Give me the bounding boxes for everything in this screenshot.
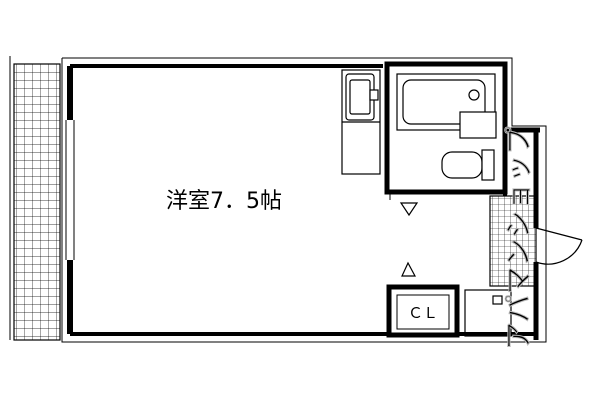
front-door	[535, 227, 583, 265]
kitchen-counter	[341, 69, 381, 175]
bathroom	[384, 61, 508, 200]
entrance	[489, 127, 540, 340]
closet-label: ＣＬ	[408, 304, 438, 322]
door-arrow-bath	[399, 202, 419, 217]
exterior-outline	[61, 57, 547, 343]
balcony	[9, 56, 61, 341]
door-arrow-closet	[401, 261, 417, 277]
main-room-walls	[65, 64, 388, 336]
main-room-label: 洋室7．5帖	[166, 189, 282, 214]
watermark-text: アパマンショップ	[502, 127, 535, 350]
closet	[386, 284, 460, 338]
